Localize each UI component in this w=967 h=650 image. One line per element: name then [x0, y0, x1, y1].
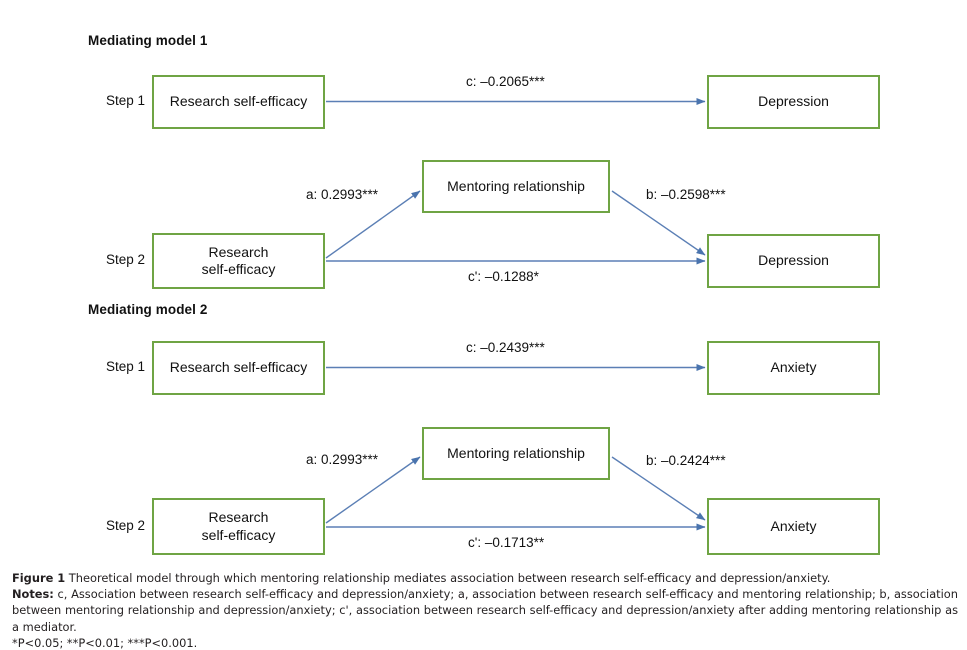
model-2-step-1-predictor-box[interactable]: Research self-efficacy — [152, 341, 325, 395]
arrow-model1-step2-a — [325, 190, 421, 259]
model-1-step-1-label: Step 1 — [105, 93, 145, 108]
arrow-model2-step2-a — [325, 456, 421, 524]
figure-caption: Figure 1 Theoretical model through which… — [12, 570, 958, 650]
model-2-step-1-outcome-label: Anxiety — [770, 359, 817, 376]
model-2-step-1-label: Step 1 — [105, 359, 145, 374]
model-1-step-2-mediator-box[interactable]: Mentoring relationship — [422, 160, 610, 213]
model-1-step-1-predictor-box[interactable]: Research self-efficacy — [152, 75, 325, 129]
model-2-title: Mediating model 2 — [88, 302, 208, 317]
caption-notes-lead: Notes: — [12, 587, 54, 602]
model-1-step-2-outcome-label: Depression — [758, 252, 829, 269]
model-2-step-2-mediator-label: Mentoring relationship — [447, 444, 585, 461]
model-2-step-2-predictor-box[interactable]: Research self-efficacy — [152, 498, 325, 555]
model-1-step-1-outcome-box[interactable]: Depression — [707, 75, 880, 129]
caption-notes-line: Notes: c, Association between research s… — [12, 586, 958, 635]
model-2-step-2-outcome-box[interactable]: Anxiety — [707, 498, 880, 555]
model-2-step-2-mediator-box[interactable]: Mentoring relationship — [422, 427, 610, 480]
model-2-step-2-path-c-prime-label: c': –0.1713** — [468, 535, 545, 550]
model-2-step-1-predictor-label: Research self-efficacy — [169, 359, 308, 376]
caption-figure-line: Figure 1 Theoretical model through which… — [12, 570, 958, 586]
model-2-step-2-predictor-label-line1: Research — [208, 509, 269, 525]
model-1-step-1-predictor-label: Research self-efficacy — [169, 93, 308, 110]
model-1-step-2-predictor-label-line1: Research — [208, 243, 269, 260]
model-1-step-2-outcome-box[interactable]: Depression — [707, 234, 880, 288]
model-1-step-2-mediator-label: Mentoring relationship — [447, 177, 585, 194]
model-1-step-2-path-a-label: a: 0.2993*** — [306, 187, 379, 202]
model-1-step-2-predictor-label-line2: self-efficacy — [201, 261, 276, 277]
model-1-step-2-path-c-prime-label: c': –0.1288* — [468, 269, 539, 284]
arrow-model1-step2-b — [611, 190, 706, 256]
model-2-step-2-path-a-label: a: 0.2993*** — [306, 452, 379, 467]
caption-notes-text: c, Association between research self-eff… — [12, 587, 958, 634]
model-2-step-2-predictor-label-line2: self-efficacy — [201, 526, 276, 543]
caption-figure-lead: Figure 1 — [12, 571, 66, 585]
model-2-step-2-label: Step 2 — [105, 518, 145, 533]
model-2-step-1-path-c-label: c: –0.2439*** — [466, 340, 545, 355]
arrow-model2-step2-b — [611, 456, 706, 521]
model-1-step-2-label: Step 2 — [105, 252, 145, 267]
model-1-step-1-path-c-label: c: –0.2065*** — [466, 74, 545, 89]
model-2-step-1-outcome-box[interactable]: Anxiety — [707, 341, 880, 395]
model-1-step-1-outcome-label: Depression — [758, 93, 829, 110]
caption-significance-line: *P<0.05; **P<0.01; ***P<0.001. — [12, 635, 198, 650]
model-1-title: Mediating model 1 — [88, 33, 208, 48]
model-1-step-2-predictor-box[interactable]: Research self-efficacy — [152, 233, 325, 289]
model-2-step-2-path-b-label: b: –0.2424*** — [646, 453, 726, 468]
model-2-step-2-outcome-label: Anxiety — [770, 517, 817, 534]
caption-figure-text: Theoretical model through which mentorin… — [65, 571, 831, 585]
model-1-step-2-path-b-label: b: –0.2598*** — [646, 187, 726, 202]
